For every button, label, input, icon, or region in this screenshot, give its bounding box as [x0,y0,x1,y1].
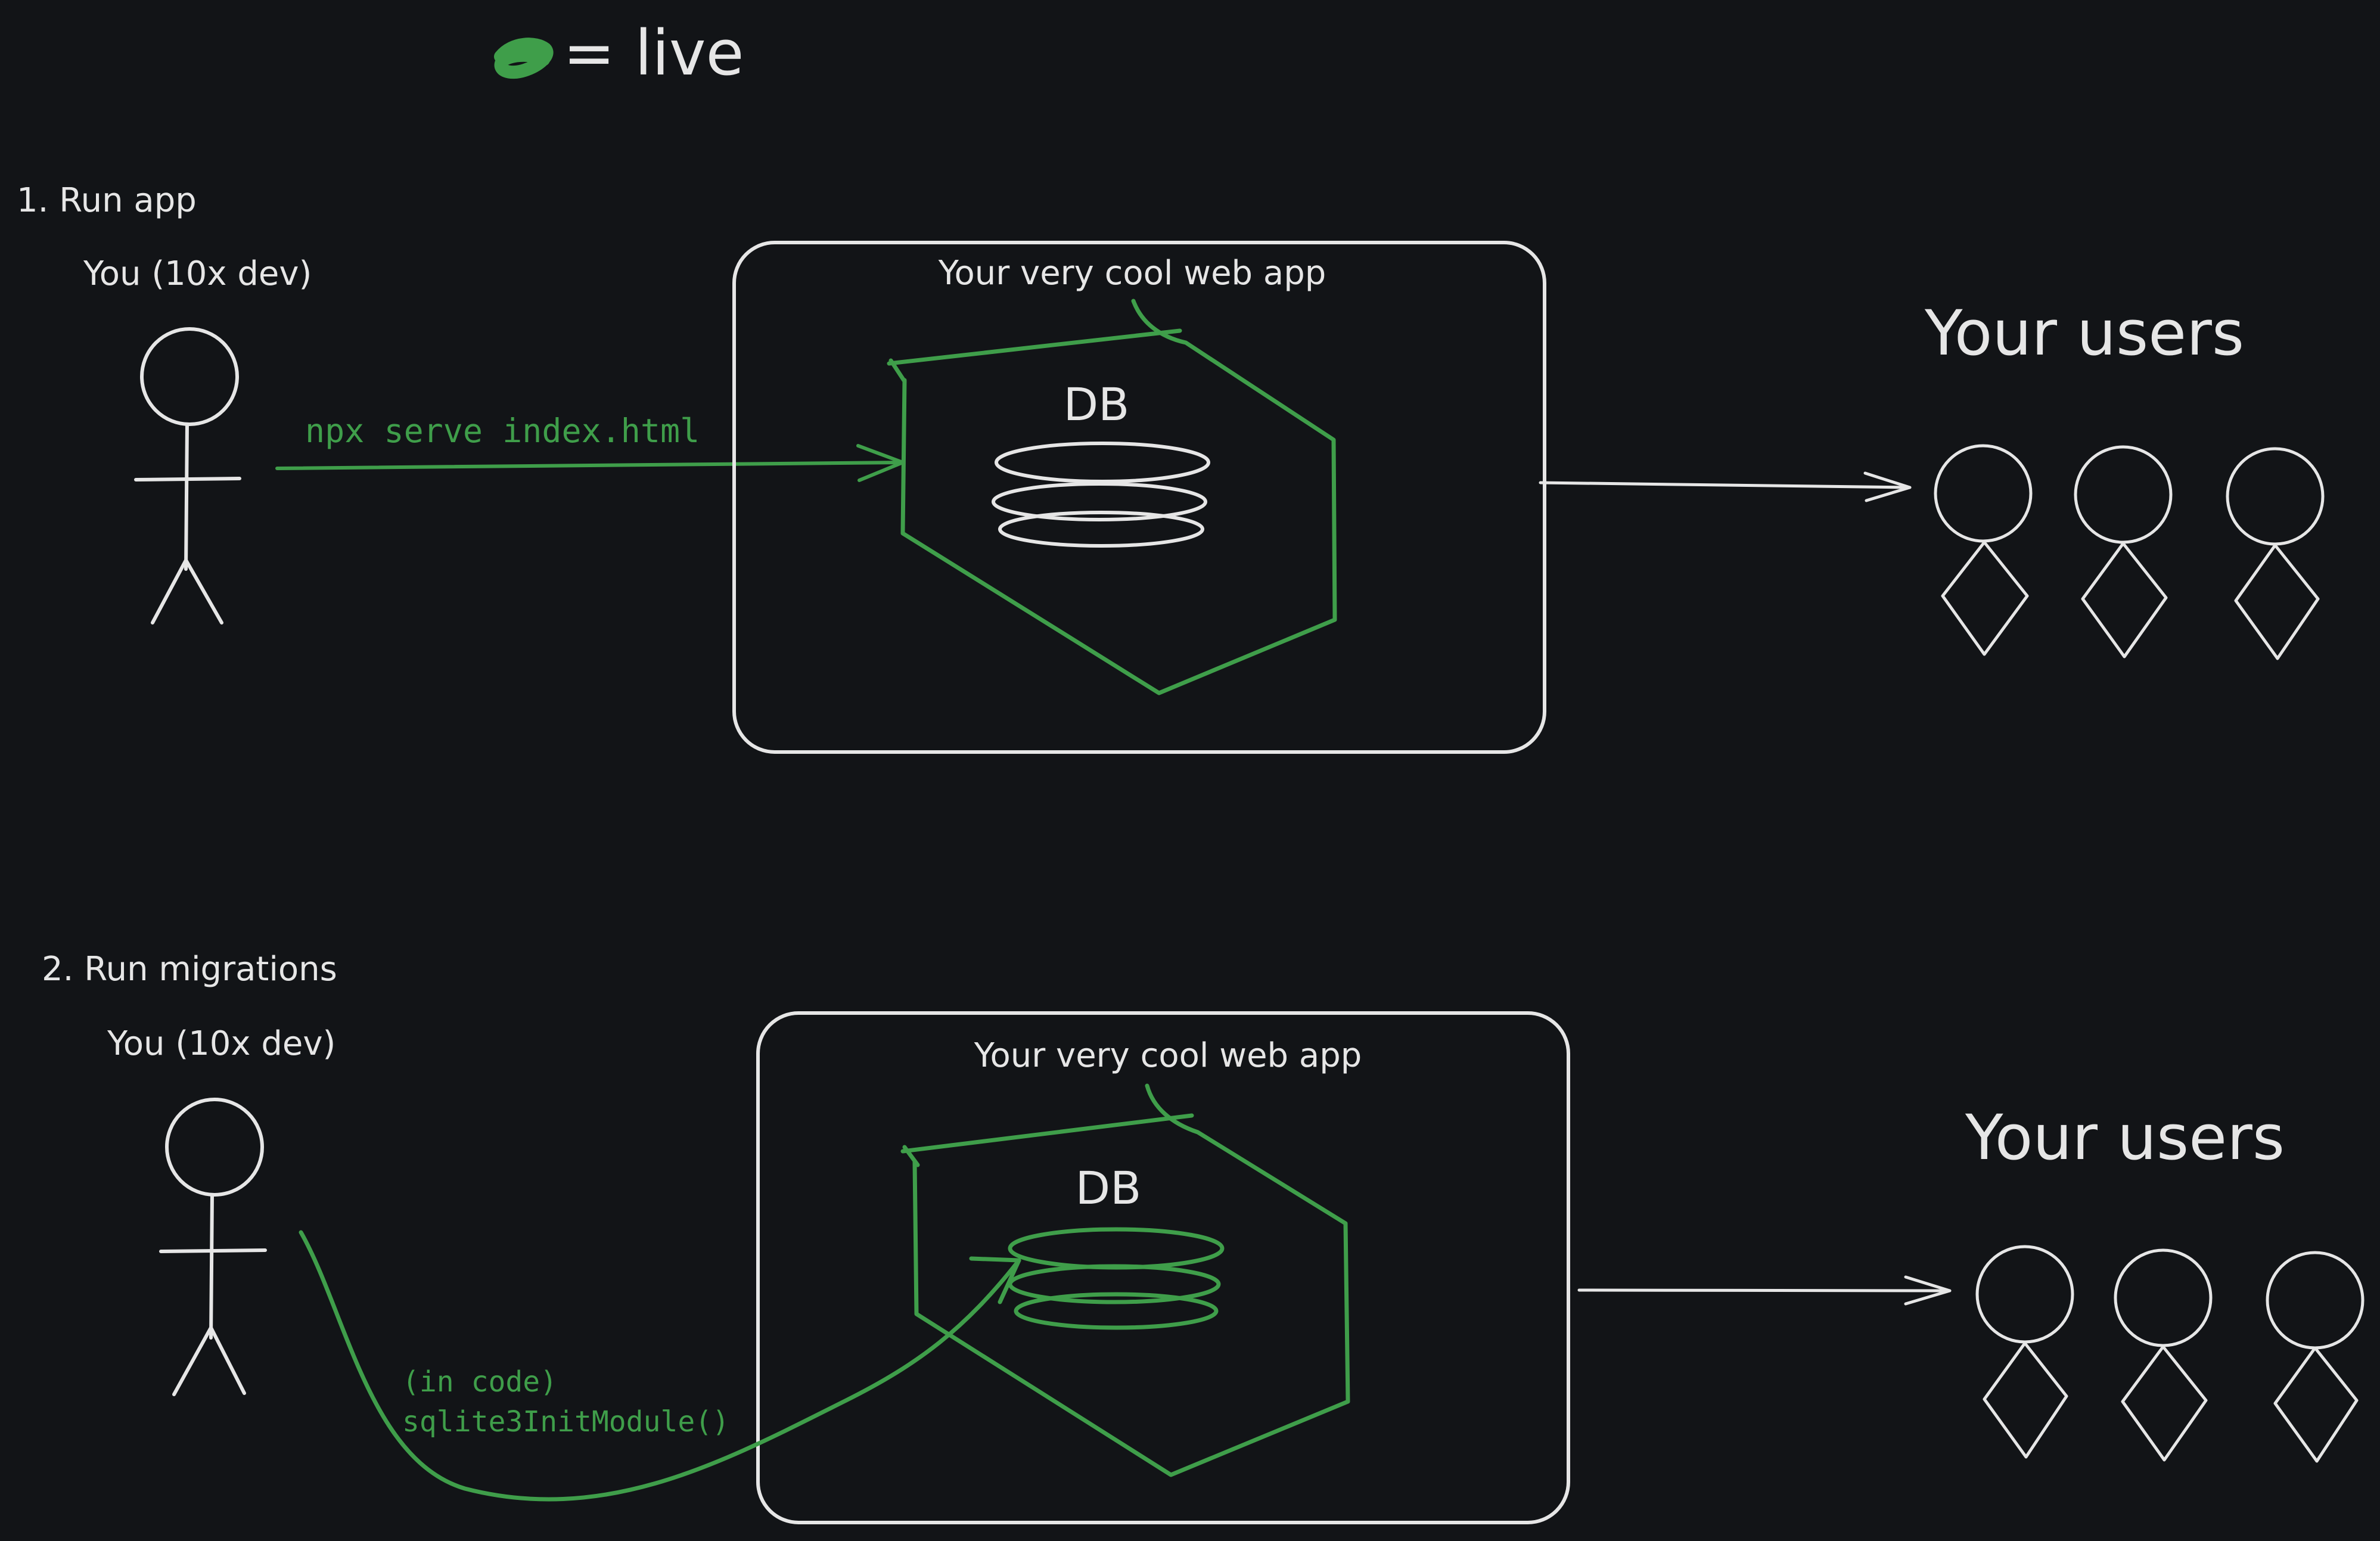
step1-actor-icon [134,327,241,625]
step2-actor-icon [159,1098,267,1396]
step2-database-icon [1008,1227,1225,1330]
step2-migration-arrow [299,1230,1021,1502]
step2-heading: 2. Run migrations [42,950,337,989]
step1-db-boundary [887,299,1337,695]
step1-users-arrow [1539,471,1912,502]
step1-command-arrow [275,444,905,482]
step2-users-label: Your users [1965,1101,2285,1174]
step1-database-icon [992,442,1210,548]
step2-user-2-icon [2114,1248,2213,1462]
step2-actor-label: You (10x dev) [107,1024,335,1063]
step1-db-label: DB [1064,378,1130,431]
step2-user-1-icon [1975,1245,2074,1459]
step2-app-box [756,1011,1570,1524]
step1-actor-label: You (10x dev) [83,254,312,293]
step2-code-line2: sqlite3InitModule() [402,1405,729,1439]
legend: = live [494,17,744,89]
step2-db-boundary [900,1083,1350,1477]
step1-user-1-icon [1934,444,2033,656]
step2-app-title: Your very cool web app [974,1036,1362,1075]
step2-code-line1: (in code) [402,1365,557,1399]
legend-label: = live [563,17,744,89]
step1-user-3-icon [2226,447,2325,660]
step1-heading: 1. Run app [17,181,197,220]
step2-section: 2. Run migrations You (10x dev) Your ver… [42,950,2365,1524]
step1-app-box [732,241,1546,754]
step1-command-label: npx serve index.html [305,412,700,450]
step1-app-title: Your very cool web app [938,254,1326,293]
step1-users-label: Your users [1924,297,2244,369]
step1-section: 1. Run app You (10x dev) npx serve index… [17,181,2325,754]
green-scribble-icon [494,38,554,79]
step2-user-3-icon [2266,1251,2365,1463]
step2-users-arrow [1577,1275,1952,1306]
step2-db-label: DB [1076,1161,1142,1214]
step1-user-2-icon [2074,445,2173,658]
